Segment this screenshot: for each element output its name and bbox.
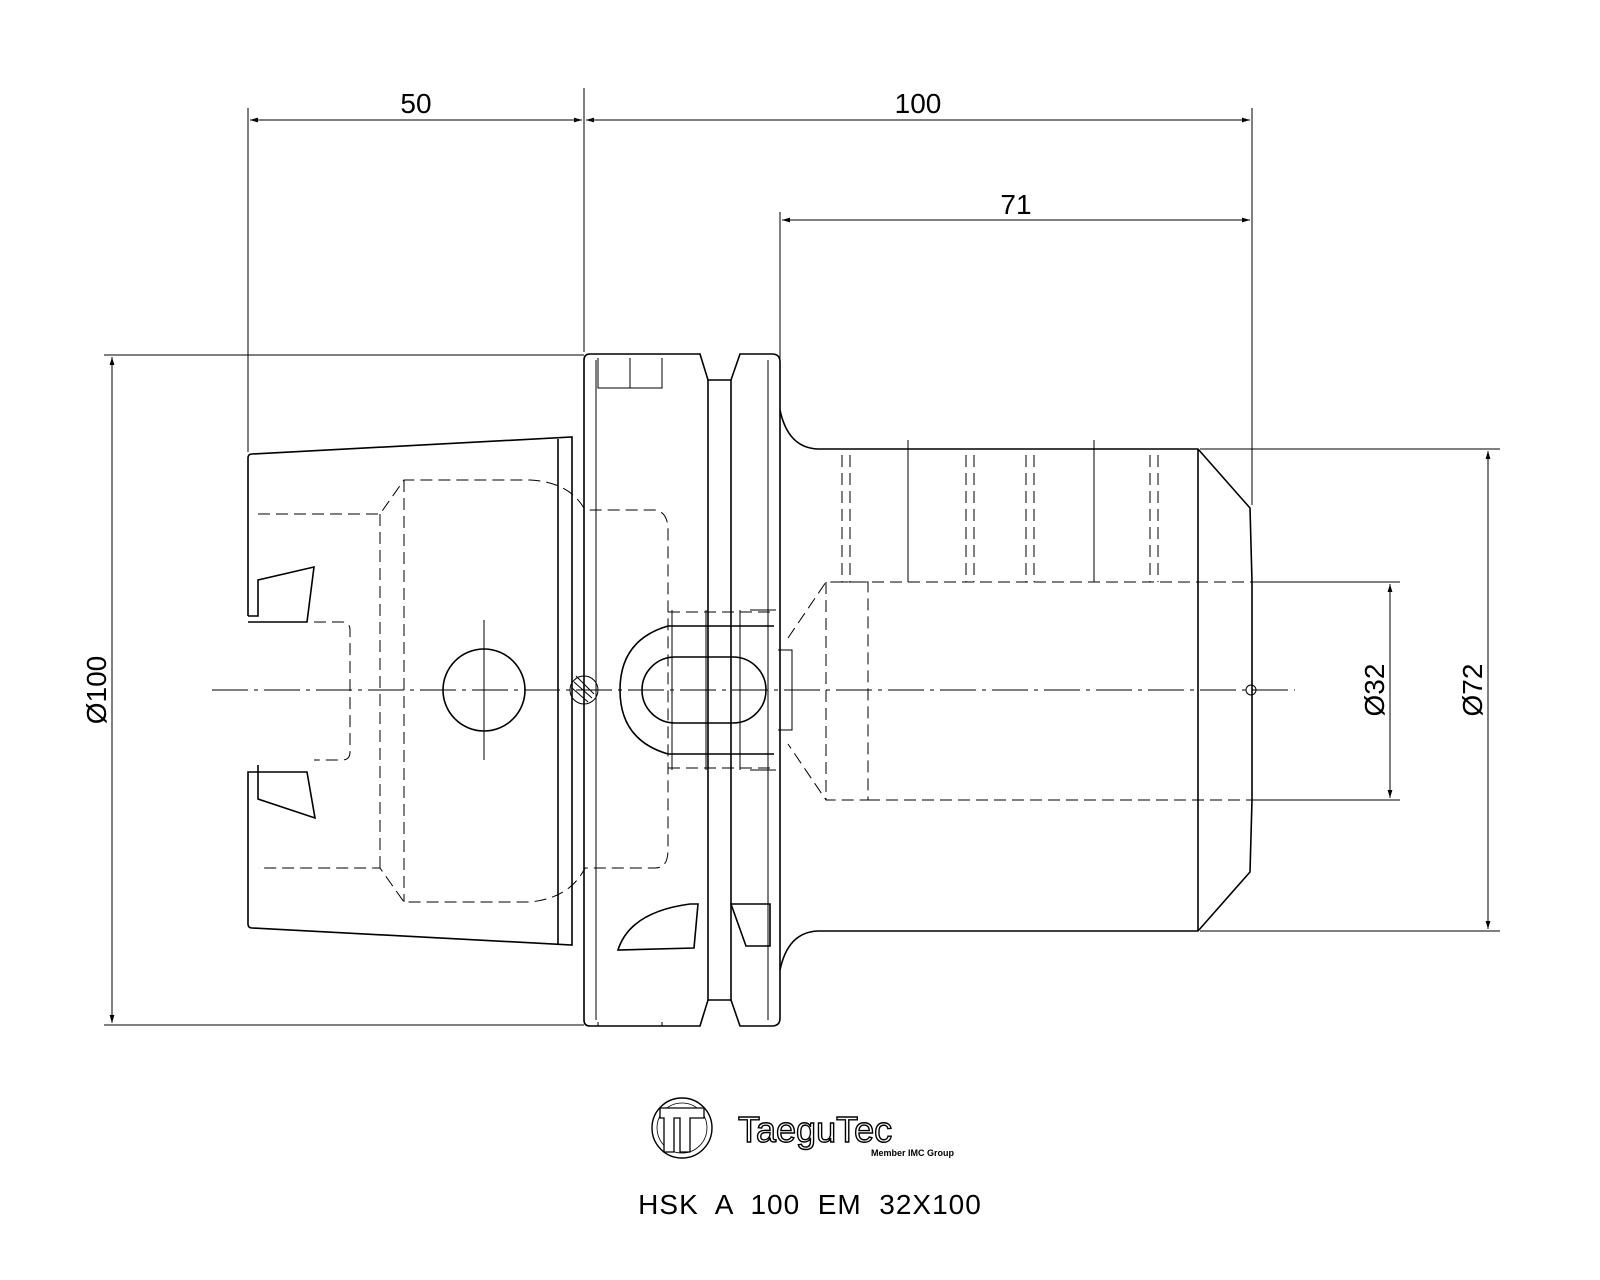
- flange: [569, 353, 781, 1027]
- dim-bore-diameter: Ø32: [1359, 584, 1393, 798]
- tool-body: [778, 409, 1257, 971]
- dim-overall-length: 100: [586, 88, 1250, 123]
- cross-hole: [442, 620, 526, 760]
- dim-flange-diameter: Ø100: [81, 357, 115, 1023]
- dim-label-100: 100: [895, 88, 942, 119]
- dim-shank-length: 71: [782, 189, 1250, 223]
- dim-body-diameter: Ø72: [1457, 451, 1491, 929]
- extension-lines: [104, 88, 1500, 1026]
- taegutec-emblem-icon: [651, 1097, 713, 1159]
- dim-flange-length: 50: [250, 88, 582, 123]
- dim-label-d32: Ø32: [1359, 664, 1390, 717]
- logo-brand-text: TaeguTec: [738, 1109, 892, 1150]
- hsk-hidden-geometry: [258, 479, 669, 903]
- hsk-taper-shank: [247, 436, 573, 946]
- logo-tagline-text: Member IMC Group: [871, 1148, 955, 1158]
- dim-label-50: 50: [400, 88, 431, 119]
- dim-label-71: 71: [1000, 189, 1031, 220]
- taegutec-logo: TaeguTec Member IMC Group: [651, 1097, 955, 1159]
- dim-label-d100: Ø100: [81, 656, 112, 725]
- dim-label-d72: Ø72: [1457, 664, 1488, 717]
- part-code: HSK A 100 EM 32X100: [638, 1189, 982, 1220]
